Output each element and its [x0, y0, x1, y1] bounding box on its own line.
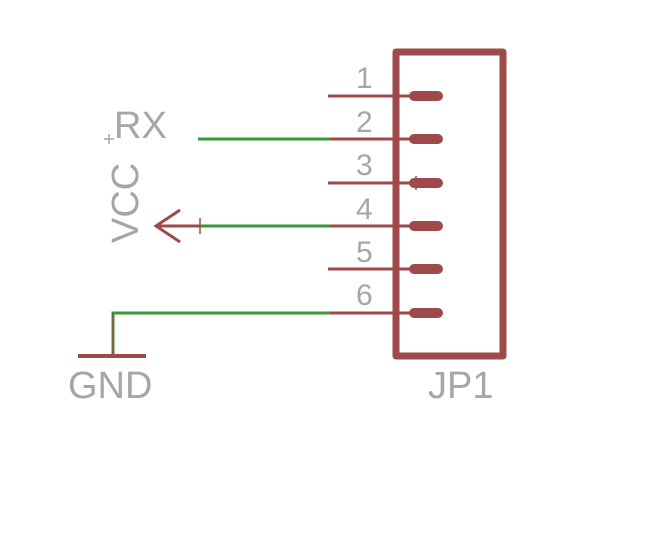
- connector-jp1-body[interactable]: [392, 48, 507, 360]
- connector-pin-3[interactable]: [328, 176, 443, 190]
- pin-number-1: 1: [356, 62, 373, 95]
- gnd-wire[interactable]: [111, 311, 330, 354]
- pin-number-2: 2: [356, 106, 373, 139]
- pin-number-4: 4: [356, 193, 373, 226]
- gnd-net-label: GND: [68, 365, 152, 407]
- vcc-arrow-symbol[interactable]: [153, 208, 201, 244]
- connector-name-label: JP1: [428, 365, 493, 407]
- vcc-net-label: VCC: [105, 163, 147, 243]
- pin-number-3: 3: [356, 149, 373, 182]
- gnd-symbol[interactable]: [78, 313, 146, 358]
- pin-number-5: 5: [356, 236, 373, 269]
- pin-number-6: 6: [356, 279, 373, 312]
- rx-net-label: RX: [114, 105, 167, 147]
- vcc-label-origin-cross: [104, 134, 114, 144]
